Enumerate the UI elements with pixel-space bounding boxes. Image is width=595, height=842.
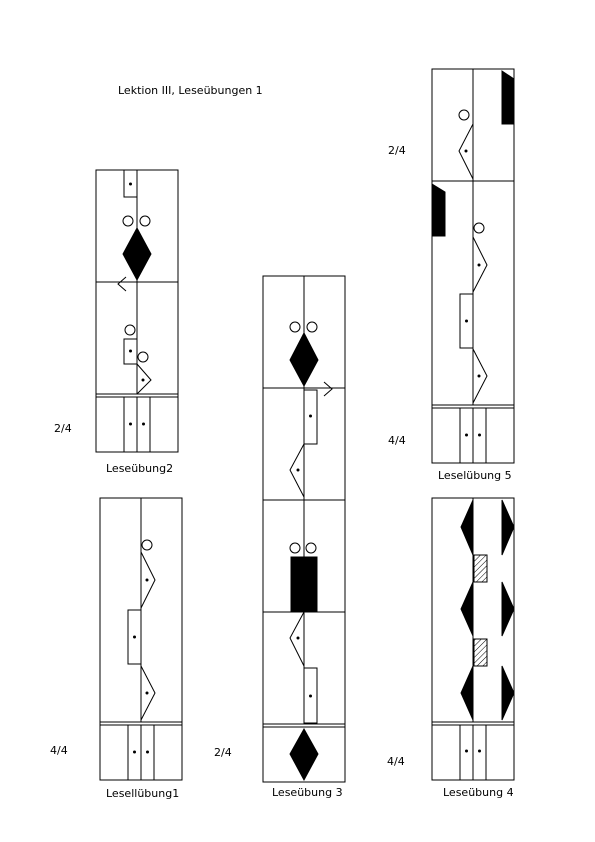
pin-circle xyxy=(139,215,151,227)
pin-circle xyxy=(306,321,318,333)
turn-symbol xyxy=(289,443,305,498)
dot-mark xyxy=(133,635,136,639)
exercise-5-meter-top: 2/4 xyxy=(388,144,406,157)
dot-mark xyxy=(309,414,312,418)
dot-mark xyxy=(129,182,132,186)
left-arm-symbol xyxy=(460,581,474,637)
exercise-5-staff xyxy=(431,68,515,464)
exercise-4-staff xyxy=(431,497,515,781)
pin-circle xyxy=(458,109,470,121)
dot-mark xyxy=(464,149,468,153)
diamond-jump-symbol xyxy=(122,226,152,282)
exercise-1-staff xyxy=(99,497,183,781)
right-arm-symbol xyxy=(501,499,515,556)
exercise-4-meter: 4/4 xyxy=(387,755,405,768)
exercise-2-staff xyxy=(95,169,179,453)
dot-mark xyxy=(296,636,300,640)
turn-symbol xyxy=(472,236,488,293)
exercise-3-staff xyxy=(262,275,346,783)
turn-symbol xyxy=(140,665,156,721)
dot-mark xyxy=(478,749,481,753)
dot-mark xyxy=(309,694,312,698)
dot-mark xyxy=(465,433,468,437)
dot-mark xyxy=(145,578,149,582)
dot-mark xyxy=(465,319,468,323)
page-title: Lektion III, Leseübungen 1 xyxy=(118,84,263,97)
pin-circle xyxy=(122,215,134,227)
arm-raise-symbol xyxy=(501,70,515,125)
exercise-5-label: Leselübung 5 xyxy=(438,469,512,482)
exercise-1-label: Lesellübung1 xyxy=(106,787,179,800)
exercise-3-label: Leseübung 3 xyxy=(272,786,343,799)
filled-hold-sign xyxy=(290,556,318,612)
turn-symbol xyxy=(458,123,474,180)
dot-mark xyxy=(129,349,132,353)
dot-mark xyxy=(477,263,481,267)
right-arm-symbol xyxy=(501,581,515,637)
dot-mark xyxy=(142,422,145,426)
left-arm-symbol xyxy=(460,665,474,721)
left-arm-symbol xyxy=(460,499,474,556)
exercise-2-meter: 2/4 xyxy=(54,422,72,435)
dot-mark xyxy=(129,422,132,426)
pin-circle xyxy=(289,321,301,333)
dot-mark xyxy=(145,691,149,695)
diamond-jump-symbol xyxy=(289,727,319,782)
exercise-4-label: Leseübung 4 xyxy=(443,786,514,799)
pin-circle xyxy=(289,542,301,554)
dot-mark xyxy=(141,378,145,382)
exercise-3-meter: 2/4 xyxy=(214,746,232,759)
dot-mark xyxy=(477,374,481,378)
right-arm-symbol xyxy=(501,665,515,721)
turn-symbol xyxy=(140,551,156,609)
pin-circle xyxy=(124,324,136,336)
turn-symbol xyxy=(472,348,488,404)
dot-mark xyxy=(133,750,136,754)
pin-circle xyxy=(305,542,317,554)
turn-symbol xyxy=(136,363,152,395)
hatched-hold-sign xyxy=(473,638,488,667)
dot-mark xyxy=(146,750,149,754)
direction-arrow-icon xyxy=(323,381,333,397)
pin-circle xyxy=(473,222,485,234)
pin-circle xyxy=(137,351,149,363)
dot-mark xyxy=(478,433,481,437)
exercise-1-meter: 4/4 xyxy=(50,744,68,757)
pin-circle xyxy=(141,539,153,551)
diamond-jump-symbol xyxy=(289,331,319,388)
hatched-hold-sign xyxy=(473,554,488,583)
exercise-2-label: Leseübung2 xyxy=(106,462,173,475)
dot-mark xyxy=(296,468,300,472)
exercise-5-meter-bottom: 4/4 xyxy=(388,434,406,447)
arm-raise-symbol xyxy=(431,183,446,237)
direction-arrow-icon xyxy=(117,276,127,292)
dot-mark xyxy=(465,749,468,753)
turn-symbol xyxy=(289,611,305,667)
